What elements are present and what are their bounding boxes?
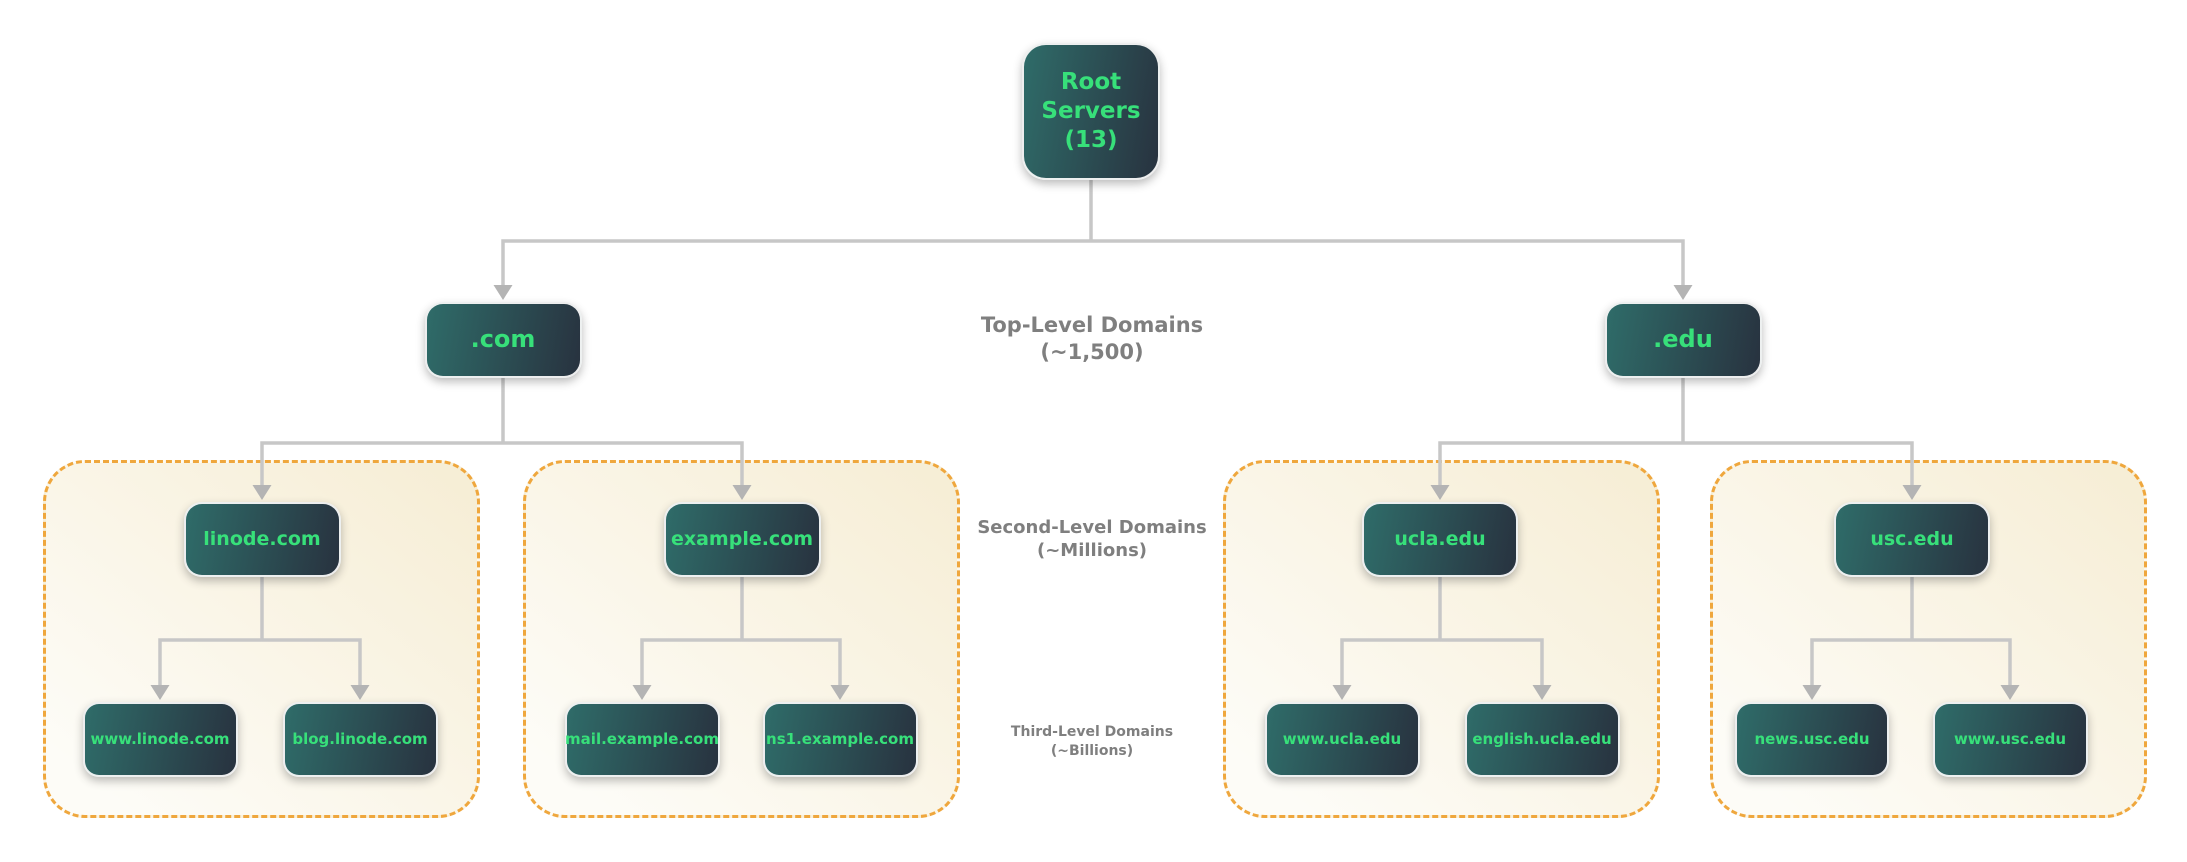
node-label: www.linode.com	[90, 729, 230, 748]
node-label: .edu	[1653, 325, 1713, 354]
arrowhead-icon	[1673, 285, 1693, 300]
arrowhead-icon	[150, 685, 170, 700]
arrowhead-icon	[1802, 685, 1822, 700]
node-mail-example-com: mail.example.com	[564, 702, 720, 777]
arrowhead-icon	[252, 485, 272, 500]
node-label: ucla.edu	[1394, 528, 1486, 551]
node-ns1-example-com: ns1.example.com	[762, 702, 918, 777]
node-label: www.usc.edu	[1953, 729, 2067, 748]
arrowhead-icon	[493, 285, 513, 300]
node-label: linode.com	[203, 528, 321, 551]
level-label-line1: Top-Level Domains	[980, 312, 1204, 337]
arrowhead-icon	[2000, 685, 2020, 700]
node-label: ns1.example.com	[766, 729, 914, 748]
node-ucla-edu: ucla.edu	[1362, 502, 1518, 577]
node-edu: .edu	[1604, 302, 1762, 378]
arrowhead-icon	[830, 685, 850, 700]
node-english-ucla-edu: english.ucla.edu	[1464, 702, 1620, 777]
node-label: blog.linode.com	[292, 729, 428, 748]
arrowhead-icon	[1430, 485, 1450, 500]
level-label-line1: Third-Level Domains	[1010, 724, 1174, 741]
level-label-line2: (~Billions)	[1050, 742, 1134, 759]
node-com: .com	[424, 302, 582, 378]
node-news-usc-edu: news.usc.edu	[1735, 702, 1889, 777]
level-label-top-level: Top-Level Domains (~1,500)	[882, 312, 1302, 367]
node-www-usc-edu: www.usc.edu	[1932, 702, 2088, 777]
node-label: mail.example.com	[565, 729, 719, 748]
arrowhead-icon	[632, 685, 652, 700]
node-label: Root Servers (13)	[1041, 69, 1141, 153]
node-label: news.usc.edu	[1754, 729, 1870, 748]
node-label: example.com	[670, 528, 814, 551]
node-label: usc.edu	[1870, 528, 1954, 551]
level-label-line2: (~Millions)	[1036, 540, 1148, 562]
node-example-com: example.com	[663, 502, 821, 577]
level-label-third-level: Third-Level Domains(~Billions)	[882, 723, 1302, 760]
node-label: www.ucla.edu	[1282, 729, 1402, 748]
arrowhead-icon	[1332, 685, 1352, 700]
node-usc-edu: usc.edu	[1834, 502, 1990, 577]
node-blog-linode-com: blog.linode.com	[282, 702, 438, 777]
connector-path	[158, 178, 2012, 689]
level-label-line2: (~1,500)	[1040, 340, 1144, 365]
level-label-line1: Second-Level Domains	[977, 516, 1207, 538]
node-label: english.ucla.edu	[1472, 729, 1612, 748]
node-www-linode-com: www.linode.com	[82, 702, 238, 777]
arrowhead-icon	[350, 685, 370, 700]
arrowhead-icon	[1532, 685, 1552, 700]
node-www-ucla-edu: www.ucla.edu	[1264, 702, 1420, 777]
level-label-second-level: Second-Level Domains(~Millions)	[882, 516, 1302, 564]
node-label: .com	[470, 325, 536, 354]
arrowhead-icon	[1902, 485, 1922, 500]
node-linode-com: linode.com	[183, 502, 341, 577]
node-root: Root Servers (13)	[1022, 43, 1160, 180]
arrowhead-icon	[732, 485, 752, 500]
